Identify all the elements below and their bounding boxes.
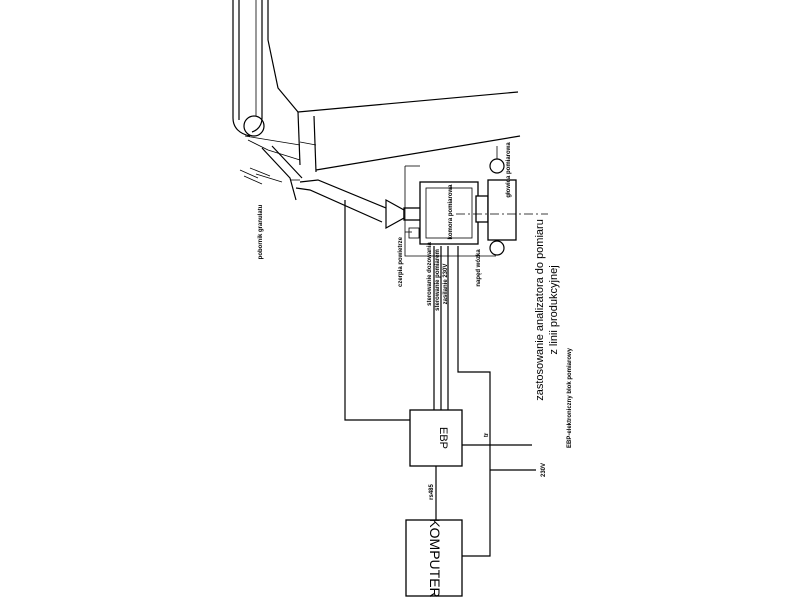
measure-head-label: głowica pomiarowa bbox=[506, 142, 512, 198]
power-label: zasilanie 230V bbox=[443, 264, 449, 305]
caption-line1: zastosowanie analizatora do pomiaru bbox=[534, 219, 546, 401]
sampler-label: pobornik granulatu bbox=[258, 204, 264, 259]
ebp-block[interactable]: EBP bbox=[409, 409, 463, 467]
sampler-chute bbox=[239, 145, 410, 421]
measure-head-box bbox=[487, 179, 517, 241]
rs485-label: rs485 bbox=[429, 483, 435, 499]
air-filter-icon bbox=[408, 227, 420, 239]
motor-label: napęd wózka bbox=[476, 249, 482, 287]
measure-chamber-label: komora pomiarowa bbox=[448, 184, 454, 240]
lower-wheel-icon bbox=[489, 240, 505, 256]
production-line bbox=[232, 0, 521, 173]
inlet-funnel bbox=[385, 198, 405, 230]
control-measure-label: sterowanie pomiarem bbox=[435, 249, 441, 311]
measure-chamber-box bbox=[419, 181, 479, 245]
link-label: tr bbox=[484, 432, 490, 437]
computer-label: KOMPUTER bbox=[427, 518, 443, 597]
control-dosing-label: sterowanie dozowania bbox=[427, 242, 433, 306]
caption-legend: EBP-elektroniczny blok pomiarowy bbox=[567, 347, 573, 448]
power-out-label: 230V bbox=[541, 463, 547, 477]
computer-block[interactable]: KOMPUTER bbox=[405, 518, 463, 598]
ebp-label: EBP bbox=[437, 427, 449, 449]
upper-wheel-icon bbox=[489, 158, 505, 174]
caption-line2: z linii produkcyjnej bbox=[548, 265, 560, 354]
measuring-unit bbox=[385, 146, 548, 257]
air-filter-label: czerpia powietrze bbox=[398, 236, 404, 287]
signal-lines bbox=[433, 246, 536, 557]
conveyor-roller bbox=[243, 115, 265, 137]
